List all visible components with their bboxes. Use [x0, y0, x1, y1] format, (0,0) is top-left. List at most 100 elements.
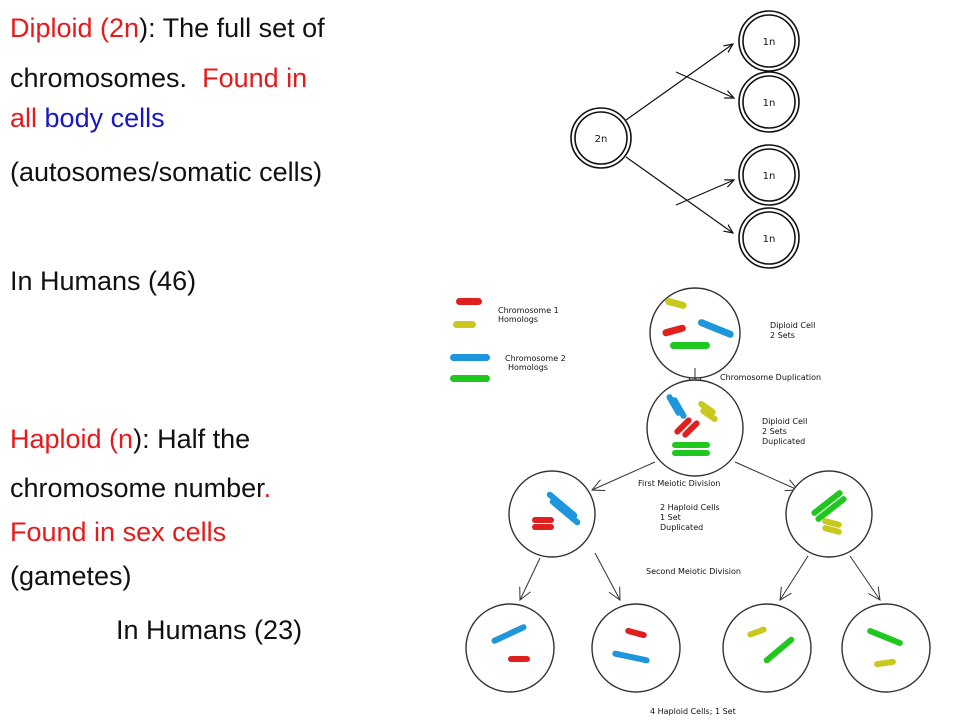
chromosome-yellow: [665, 298, 687, 309]
legend-chromosome-2-green: [450, 375, 490, 382]
haploid-term-close: ): [133, 424, 143, 454]
chromosome-yellow-a: [822, 518, 842, 528]
diploid-humans: In Humans (46): [10, 266, 197, 296]
duplicated-cell-label-3: Duplicated: [762, 437, 805, 446]
legend-chromosome-2-title: Chromosome 2: [505, 354, 566, 363]
parent-cell-label: 2n: [595, 134, 608, 145]
legend-chromosome-1-sub: Homologs: [498, 315, 538, 324]
chromosome-green-b: [672, 450, 710, 456]
chromosome-green-b: [815, 496, 847, 522]
chromosome-red-b: [682, 420, 700, 438]
chromosome-green-a: [811, 490, 843, 516]
haploid-cells-label-3: Duplicated: [660, 523, 703, 532]
chromosome-blue: [697, 319, 734, 338]
chromosome-blue-a: [546, 491, 578, 519]
haploid-cell-left: [508, 470, 596, 558]
parent-cell-2n: 2n: [570, 107, 632, 169]
child-cell-3-label: 1n: [763, 171, 776, 182]
haploid-gametes: (gametes): [10, 561, 132, 591]
child-cell-1n-2: 1n: [738, 71, 800, 133]
second-division-label: Second Meiotic Division: [646, 567, 741, 576]
second-division-arrow-3: [780, 555, 809, 600]
chromosome-red-b: [532, 524, 554, 530]
first-division-arrow-left: [592, 461, 656, 490]
child-cell-2-label: 1n: [763, 98, 776, 109]
duplicated-cell-label-1: Diploid Cell: [762, 417, 807, 426]
chromosome-yellow-a: [698, 400, 716, 416]
haploid-humans: In Humans (23): [116, 615, 303, 645]
haploid-cells-label-1: 2 Haploid Cells: [660, 503, 720, 512]
diploid-chromosomes: chromosomes.: [10, 63, 188, 93]
chromosome-red-a: [674, 417, 692, 435]
diploid-paren: (autosomes/somatic cells): [10, 157, 323, 187]
chromosome-red: [508, 656, 530, 662]
legend-chromosome-2-blue: [450, 354, 490, 361]
diploid-cell-label-2: 2 Sets: [770, 331, 795, 340]
haploid-definition: : Half the: [142, 424, 251, 454]
chromosome-blue: [612, 650, 650, 664]
child-cell-1n-3: 1n: [738, 144, 800, 206]
legend-chromosome-2-sub: Homologs: [508, 363, 548, 372]
legend-chromosome-1-title: Chromosome 1: [498, 306, 559, 315]
first-division-label: First Meiotic Division: [638, 479, 720, 488]
first-division-arrow-right: [734, 461, 798, 490]
duplicated-diploid-cell: [646, 379, 744, 477]
diploid-term: Diploid (2n: [10, 13, 140, 43]
haploid-heading-line: Haploid (n): Half the: [10, 423, 250, 456]
haploid-term: Haploid (n: [10, 424, 134, 454]
child-cell-1n-1: 1n: [738, 10, 800, 72]
chromosome-red: [625, 627, 647, 639]
division-diagram: 2n 1n 1n 1n 1n: [570, 10, 800, 269]
chromosome-yellow: [874, 658, 896, 668]
second-division-arrow-4: [849, 555, 880, 600]
chromosome-blue: [491, 624, 527, 644]
duplication-label: Chromosome Duplication: [720, 373, 821, 382]
arrow-to-cell-1: [625, 44, 733, 121]
chromosome-green: [867, 628, 903, 646]
chromosome-yellow-b: [700, 407, 718, 423]
legend-chromosome-1-red: [456, 298, 482, 305]
child-cell-1-label: 1n: [763, 37, 776, 48]
diploid-line-2: chromosomes. Found in: [10, 62, 307, 95]
final-cell-3: [722, 603, 812, 693]
haploid-found-in: Found in sex cells: [10, 517, 227, 547]
arrow-to-cell-2: [675, 71, 734, 98]
diploid-line-3: all body cells: [10, 102, 165, 135]
diploid-term-close: ): [139, 13, 149, 43]
child-cell-4-label: 1n: [763, 234, 776, 245]
chromosome-green: [670, 342, 710, 349]
diploid-heading-line: Diploid (2n): The full set of: [10, 12, 325, 45]
chromosome-blue-b: [549, 498, 581, 526]
meiosis-diagram: Chromosome 1 Homologs Chromosome 2 Homol…: [450, 287, 931, 716]
haploid-chromosome-number: chromosome number: [10, 473, 264, 503]
final-cells-label: 4 Haploid Cells; 1 Set: [650, 707, 736, 716]
legend-chromosome-1: Chromosome 1 Homologs: [453, 298, 559, 328]
haploid-line-2: chromosome number.: [10, 472, 271, 505]
final-cell-1: [465, 603, 555, 693]
duplicated-cell-label-2: 2 Sets: [762, 427, 787, 436]
second-division-arrow-2: [594, 552, 620, 600]
chromosome-yellow: [747, 626, 767, 638]
arrow-to-cell-4: [625, 156, 733, 233]
legend-chromosome-2: Chromosome 2 Homologs: [450, 354, 566, 382]
haploid-cell-right: [785, 470, 873, 558]
diploid-body-cells: body cells: [44, 103, 165, 133]
diploid-cell: [649, 287, 741, 379]
chromosome-yellow-b: [822, 525, 842, 535]
chromosome-red: [662, 324, 686, 337]
second-division-arrow-1: [520, 557, 541, 600]
chromosome-red-a: [532, 517, 554, 523]
final-cell-4: [841, 603, 931, 693]
child-cell-1n-4: 1n: [738, 207, 800, 269]
diploid-cell-label-1: Diploid Cell: [770, 321, 815, 330]
diploid-all: all: [10, 103, 38, 133]
legend-chromosome-1-yellow: [453, 321, 476, 328]
diploid-definition: : The full set of: [148, 13, 325, 43]
haploid-dot: .: [263, 473, 272, 503]
arrow-to-cell-3: [675, 180, 734, 206]
chromosome-green-a: [672, 442, 710, 448]
chromosome-green: [763, 636, 795, 664]
final-cell-2: [591, 603, 681, 693]
diploid-found-in: Found in: [202, 63, 308, 93]
